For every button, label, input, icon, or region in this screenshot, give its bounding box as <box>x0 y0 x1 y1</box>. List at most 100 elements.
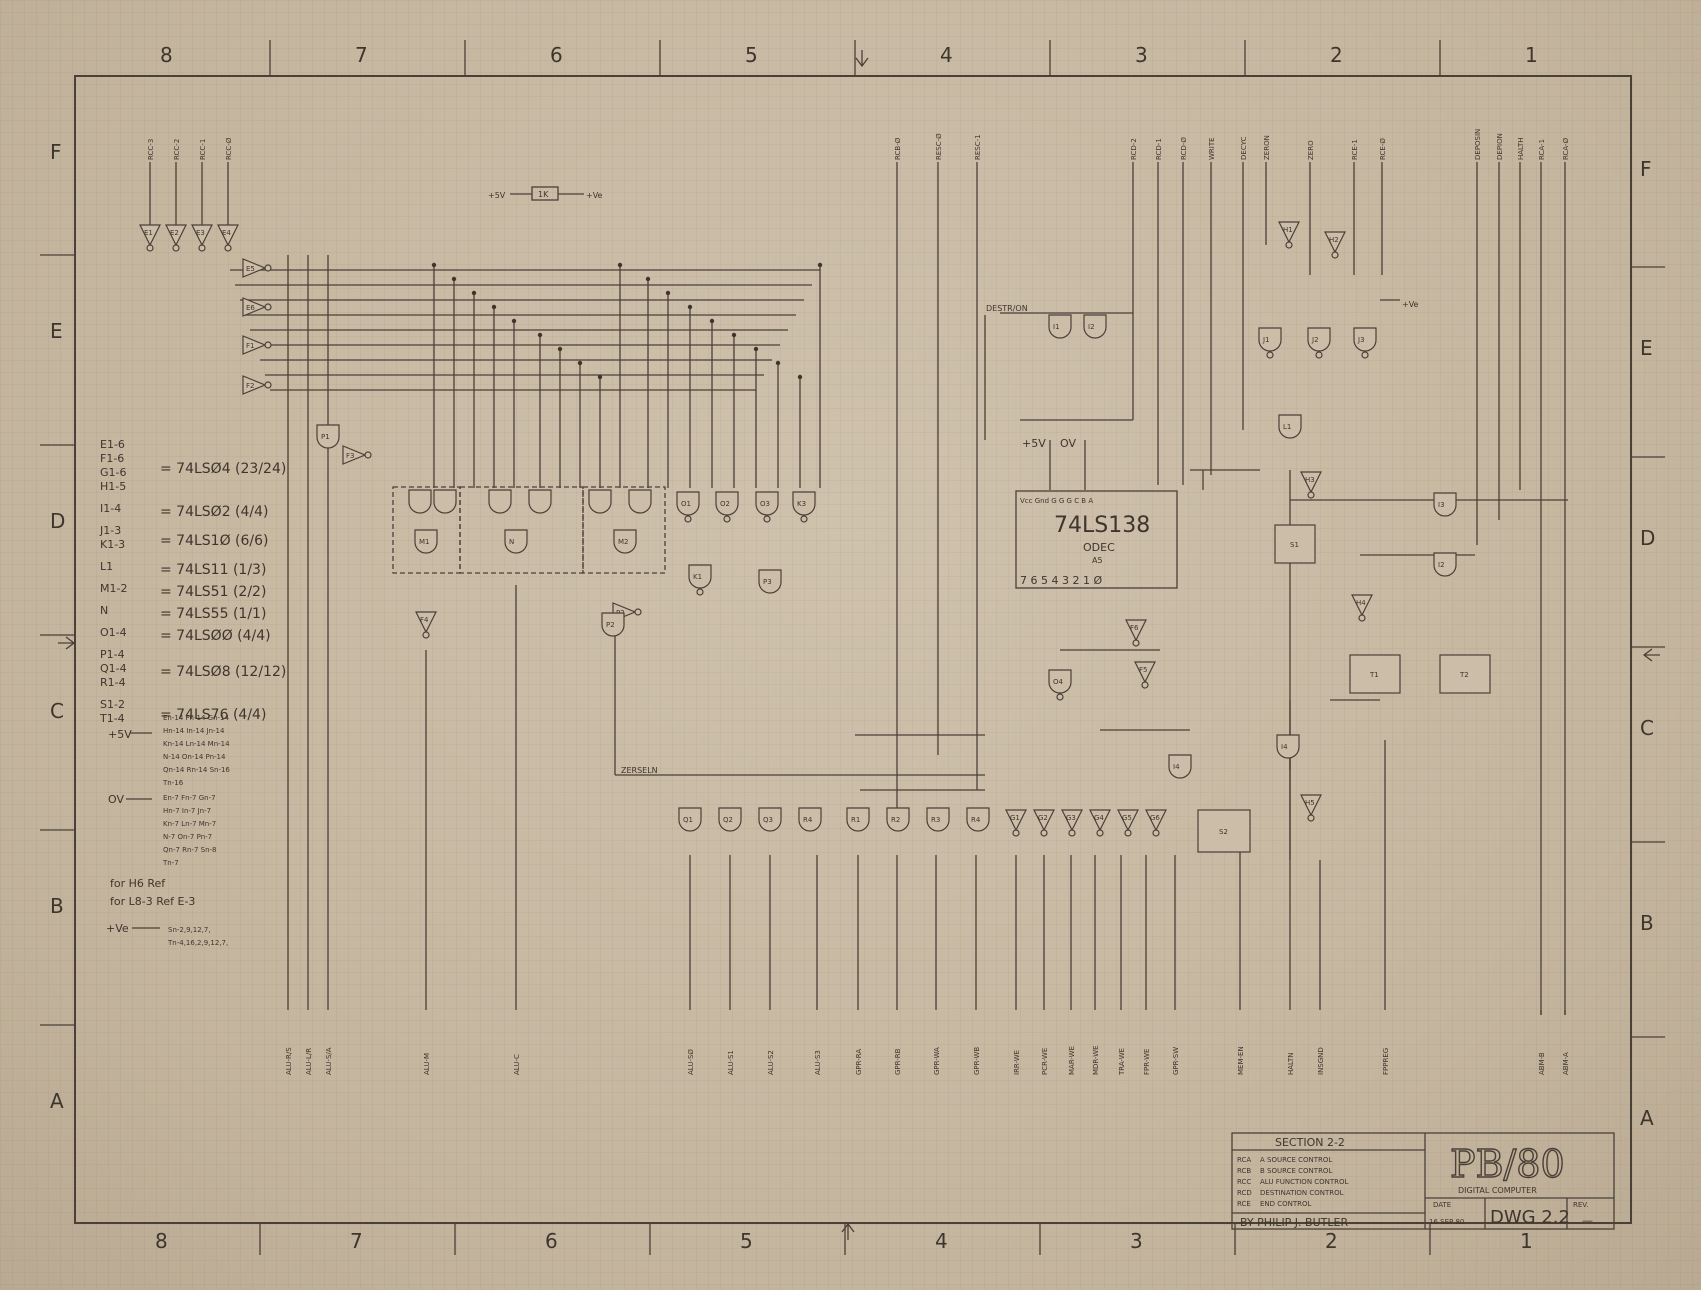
gate- <box>628 489 652 514</box>
bottom-signal-alus: ALU-SØ <box>687 1049 695 1075</box>
ov-label: OV <box>108 793 124 806</box>
top-signal-decyc: DECYC <box>1240 137 1248 160</box>
zone-left-A: A <box>50 1089 64 1113</box>
zone-bottom-3: 3 <box>1130 1229 1143 1253</box>
legend-ic-8-part: = 74LS76 (4/4) <box>160 707 266 723</box>
ov-pins-4: Qn-7 Rn-7 Sn-8 <box>163 846 217 854</box>
top-signal-rcc2: RCC-2 <box>173 139 181 160</box>
gate-e3: E3 <box>191 224 213 252</box>
gate-o1-label: O1 <box>681 500 691 508</box>
gate-f5: F5 <box>1134 661 1156 689</box>
zone-bottom-4: 4 <box>935 1229 948 1253</box>
bottom-signal-gprwa: GPR-WA <box>933 1047 941 1075</box>
zone-bottom-1: 1 <box>1520 1229 1533 1253</box>
bottom-signal-alus2: ALU-S2 <box>767 1050 775 1075</box>
gate-h5: H5 <box>1300 794 1322 822</box>
legend-ic-8-part-0: S1-2 <box>100 698 125 711</box>
bottom-signal-marwe: MAR-WE <box>1068 1046 1076 1075</box>
legend-ic-0-part-2: G1-6 <box>100 466 127 479</box>
gate-o4-label: O4 <box>1053 678 1064 686</box>
gate-i4-label: I4 <box>1173 763 1180 771</box>
legend-ic-2-part-0: J1-3 <box>99 524 121 537</box>
gate-g3-label: G3 <box>1066 814 1076 822</box>
logo-subtitle: DIGITAL COMPUTER <box>1458 1186 1537 1195</box>
zone-top-4: 4 <box>940 43 953 67</box>
control-code-rcc: RCC <box>1237 1178 1251 1186</box>
gate-j3: J3 <box>1353 327 1377 352</box>
bottom-signal-insgnd: INSGND <box>1317 1047 1325 1075</box>
zone-right-C: C <box>1640 716 1654 740</box>
gate-i1: I1 <box>1048 314 1072 339</box>
resistor-right-label: +Ve <box>586 191 603 200</box>
gate-f4-label: F4 <box>420 616 429 624</box>
decoder-ref: A5 <box>1092 556 1103 565</box>
gate-r4-label: R4 <box>803 816 813 824</box>
bottom-signal-irrwe: IRR-WE <box>1013 1050 1021 1075</box>
zone-left-B: B <box>50 894 64 918</box>
decoder-name: ODEC <box>1083 541 1115 554</box>
zone-top-5: 5 <box>745 43 758 67</box>
section-title: SECTION 2-2 <box>1275 1136 1345 1149</box>
rev-value: — <box>1582 1214 1593 1227</box>
gate-i3: I3 <box>1433 492 1457 517</box>
plus5v-pins-5: Tn-16 <box>162 779 184 787</box>
flipflop-s1-label: S1 <box>1290 541 1299 549</box>
gate-q3-label: Q3 <box>763 816 773 824</box>
bottom-signal-fprwe: FPR-WE <box>1143 1049 1151 1075</box>
gate- <box>588 489 612 514</box>
gate-h3: H3 <box>1300 471 1322 499</box>
gate- <box>433 489 457 514</box>
wires <box>149 162 1568 1015</box>
gate-i2-label: I2 <box>1088 323 1095 331</box>
drawing-border <box>74 75 1632 1224</box>
control-code-rcd: RCD <box>1237 1189 1252 1197</box>
pb80-logo: PB/80 <box>1450 1142 1565 1186</box>
top-signal-rcd2: RCD-2 <box>1130 138 1138 160</box>
flipflop-t1: T1 <box>1349 654 1401 694</box>
gate-e2-label: E2 <box>170 229 179 237</box>
legend-ic-2-part: = 74LS1Ø (6/6) <box>160 533 269 549</box>
bottom-signal-gprra: GPR-RA <box>855 1049 863 1075</box>
gate-m1-label: M1 <box>419 538 430 546</box>
legend-ic-2-part-1: K1-3 <box>100 538 125 551</box>
gate-r3-label: R3 <box>931 816 940 824</box>
legend-ic-3-part-0: L1 <box>100 560 113 573</box>
flipflop-s1: S1 <box>1274 524 1316 564</box>
top-signal-deposin: DEPOSIN <box>1474 129 1482 160</box>
ov-pins-5: Tn-7 <box>162 859 179 867</box>
gate-p2-label: P2 <box>606 621 615 629</box>
plus5v-pins-1: Hn-14 In-14 Jn-14 <box>163 727 225 735</box>
control-desc-rcb: B SOURCE CONTROL <box>1260 1167 1332 1175</box>
legend-ic-0-part: = 74LSØ4 (23/24) <box>160 461 286 477</box>
top-signal-zero: ZERO <box>1307 140 1315 160</box>
gate-g2-label: G2 <box>1038 814 1048 822</box>
bottom-signal-abma: ABM-A <box>1562 1052 1570 1075</box>
gate-k1-label: K1 <box>693 573 702 581</box>
legend-ic-6-part: = 74LSØØ (4/4) <box>160 628 271 644</box>
gate-k3: K3 <box>792 491 816 516</box>
bottom-signal-pcrwe: PCR-WE <box>1041 1048 1049 1075</box>
gate-f2-label: F2 <box>246 382 254 390</box>
gate-g2: G2 <box>1033 809 1055 837</box>
legend-ic-6-part-0: O1-4 <box>100 626 127 639</box>
gate-g5-label: G5 <box>1122 814 1132 822</box>
gate-r1-label: R1 <box>851 816 860 824</box>
bottom-signal-gprrb: GPR-RB <box>894 1048 902 1075</box>
legend-ic-5-part: = 74LS55 (1/1) <box>160 606 266 622</box>
gate-i4: I4 <box>1276 734 1300 759</box>
zone-top-1: 1 <box>1525 43 1538 67</box>
zone-bottom-2: 2 <box>1325 1229 1338 1253</box>
decoder-ground: OV <box>1060 437 1076 450</box>
gate-f3-label: F3 <box>346 452 354 460</box>
gate-f3: F3 <box>342 445 372 465</box>
top-signal-rcc: RCC-Ø <box>225 137 233 160</box>
zone-top-2: 2 <box>1330 43 1343 67</box>
gate-h1-label: H1 <box>1283 226 1293 234</box>
gate-k3-label: K3 <box>797 500 806 508</box>
gate-e1-label: E1 <box>144 229 153 237</box>
legend-ic-7-part-0: P1-4 <box>100 648 125 661</box>
legend-ic-1-part: = 74LSØ2 (4/4) <box>160 504 269 520</box>
